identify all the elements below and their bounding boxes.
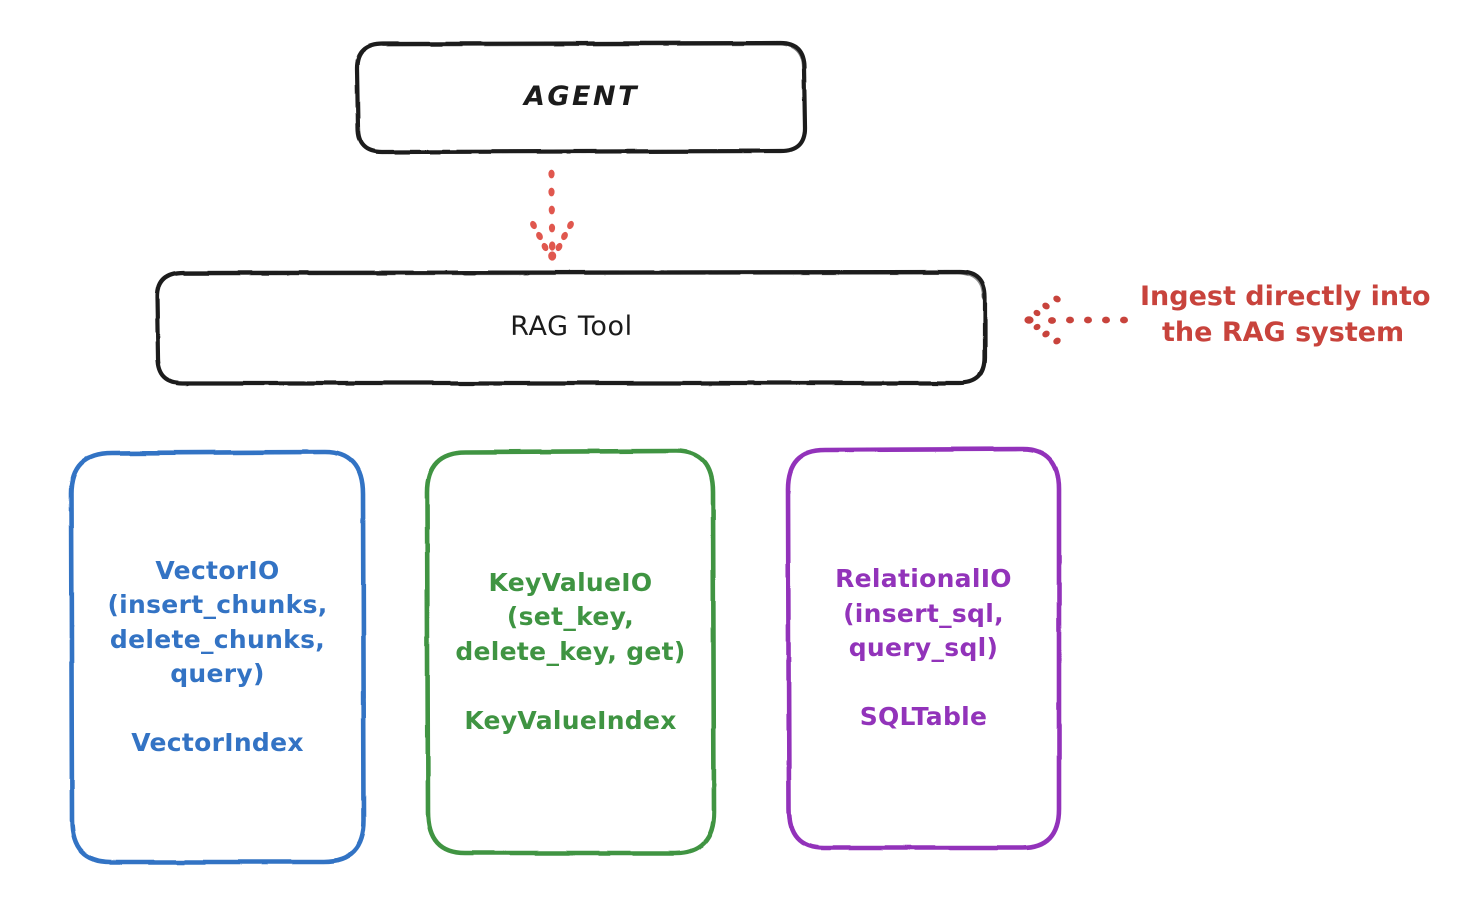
annotation-ingest: Ingest directly into the RAG system: [1140, 279, 1475, 352]
node-rag-tool-label: RAG Tool: [510, 311, 633, 343]
agent-to-rag-tool-arrow: [530, 169, 574, 261]
node-relational-io[interactable]: RelationalIO (insert_sql, query_sql) SQL…: [788, 448, 1059, 849]
node-key-value-io[interactable]: KeyValueIO (set_key, delete_key, get) Ke…: [427, 450, 714, 854]
node-rag-tool[interactable]: RAG Tool: [157, 271, 986, 384]
node-relational-io-label: RelationalIO (insert_sql, query_sql) SQL…: [835, 564, 1012, 732]
annotation-ingest-line-2: the RAG system: [1162, 317, 1405, 349]
ingest-annotation-arrow: [1024, 295, 1128, 345]
node-key-value-io-label: KeyValueIO (set_key, delete_key, get) Ke…: [455, 567, 686, 735]
annotation-ingest-line-1: Ingest directly into: [1140, 281, 1431, 312]
node-agent-label: AGENT: [523, 81, 639, 113]
node-vector-io-label: VectorIO (insert_chunks, delete_chunks, …: [107, 555, 328, 758]
node-vector-io[interactable]: VectorIO (insert_chunks, delete_chunks, …: [71, 451, 364, 863]
node-agent[interactable]: AGENT: [357, 42, 806, 153]
